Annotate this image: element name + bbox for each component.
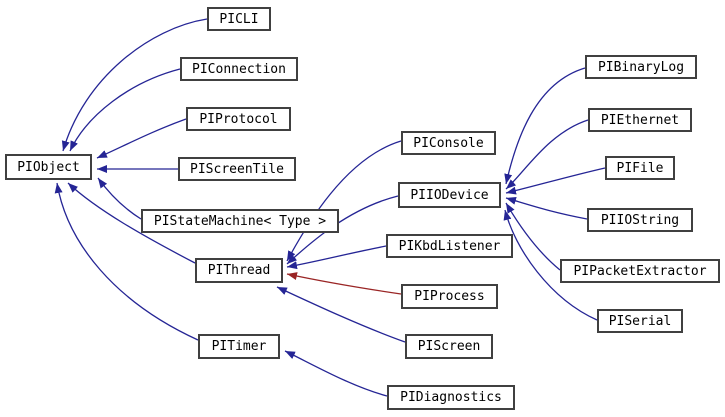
- class-node-piethernet[interactable]: PIEthernet: [588, 108, 692, 132]
- edge-piethernet-piiodevice: [505, 119, 589, 190]
- class-node-piprotocol[interactable]: PIProtocol: [186, 107, 291, 131]
- edge-pistatemachine-piobject: [97, 177, 142, 220]
- class-node-piconsole[interactable]: PIConsole: [401, 131, 496, 155]
- edge-piconnection-piobject: [69, 68, 181, 152]
- edge-pitimer-piobject: [54, 182, 199, 341]
- class-node-piserial[interactable]: PISerial: [597, 309, 683, 333]
- edge-piprocess-pithread: [286, 272, 402, 295]
- class-node-pibinarylog[interactable]: PIBinaryLog: [585, 55, 697, 79]
- class-node-piiostring[interactable]: PIIOString: [587, 208, 693, 232]
- class-node-pistatemachine[interactable]: PIStateMachine< Type >: [141, 209, 339, 233]
- class-node-pikbdlistener[interactable]: PIKbdListener: [386, 234, 513, 258]
- class-node-pithread[interactable]: PIThread: [195, 258, 283, 283]
- edge-piprotocol-piobject: [96, 118, 187, 159]
- class-node-piscreentile[interactable]: PIScreenTile: [178, 157, 296, 181]
- class-node-piconnection[interactable]: PIConnection: [180, 57, 298, 81]
- class-node-pipacketextractor[interactable]: PIPacketExtractor: [560, 259, 720, 283]
- class-node-piprocess[interactable]: PIProcess: [401, 284, 498, 309]
- class-node-picli[interactable]: PICLI: [207, 7, 271, 31]
- edge-pidiagnostics-pitimer: [284, 350, 388, 397]
- edge-pikbdlistener-pithread: [286, 245, 387, 270]
- edge-pithread-piobject: [67, 182, 196, 264]
- edge-piiostring-piiodevice: [505, 196, 588, 220]
- class-node-pidiagnostics[interactable]: PIDiagnostics: [387, 385, 515, 410]
- class-node-piobject[interactable]: PIObject: [5, 154, 92, 180]
- class-node-pitimer[interactable]: PITimer: [198, 334, 280, 359]
- edge-piscreen-pithread: [276, 286, 406, 343]
- class-node-pifile[interactable]: PIFile: [605, 156, 675, 180]
- edge-pibinarylog-piiodevice: [504, 67, 586, 185]
- class-node-piiodevice[interactable]: PIIODevice: [398, 182, 501, 208]
- edge-piconsole-pithread: [286, 140, 402, 262]
- class-node-piscreen[interactable]: PIScreen: [405, 334, 493, 359]
- edge-picli-piobject: [61, 18, 208, 152]
- edge-piserial-piiodevice: [503, 209, 598, 321]
- edge-pifile-piiodevice: [505, 167, 606, 195]
